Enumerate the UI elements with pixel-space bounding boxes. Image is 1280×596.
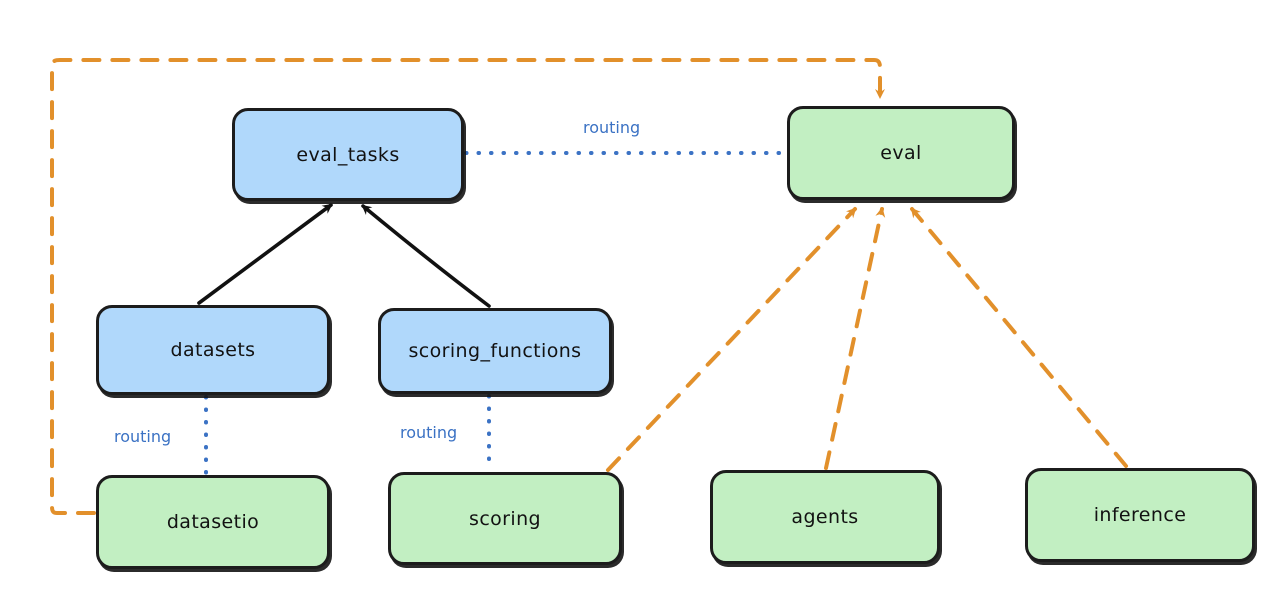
edge-agents-to-eval-dependency [824,207,886,470]
node-label-eval: eval [880,142,922,164]
node-label-datasetio: datasetio [166,511,260,533]
node-label-datasets: datasets [170,339,256,361]
node-datasets[interactable]: datasets [96,305,330,395]
edge-scoring-to-eval-dependency [606,207,857,472]
node-datasetio[interactable]: datasetio [96,475,330,569]
edge-datasets-to-eval-tasks [197,203,333,305]
edge-datasetio-to-eval-dependency [50,58,885,515]
node-label-scoring-functions: scoring_functions [408,340,582,362]
node-label-scoring: scoring [469,507,541,530]
node-scoring[interactable]: scoring [388,472,622,565]
node-agents[interactable]: agents [710,470,940,564]
edge-inference-to-eval-dependency [910,207,1128,468]
node-eval-tasks[interactable]: eval_tasks [232,108,464,201]
node-scoring-functions[interactable]: scoring_functions [378,308,612,394]
node-label-eval-tasks: eval_tasks [296,143,400,166]
node-eval[interactable]: eval [787,106,1015,200]
edge-label-routing-datasets-datasetio: routing [114,427,172,446]
edge-scoring-functions-to-eval-tasks [361,204,491,308]
edge-label-routing-scoring-functions-scoring: routing [400,423,458,442]
node-label-agents: agents [791,506,859,528]
node-inference[interactable]: inference [1025,468,1255,562]
node-label-inference: inference [1093,504,1187,526]
edge-label-routing-eval-tasks-eval: routing [583,118,641,137]
